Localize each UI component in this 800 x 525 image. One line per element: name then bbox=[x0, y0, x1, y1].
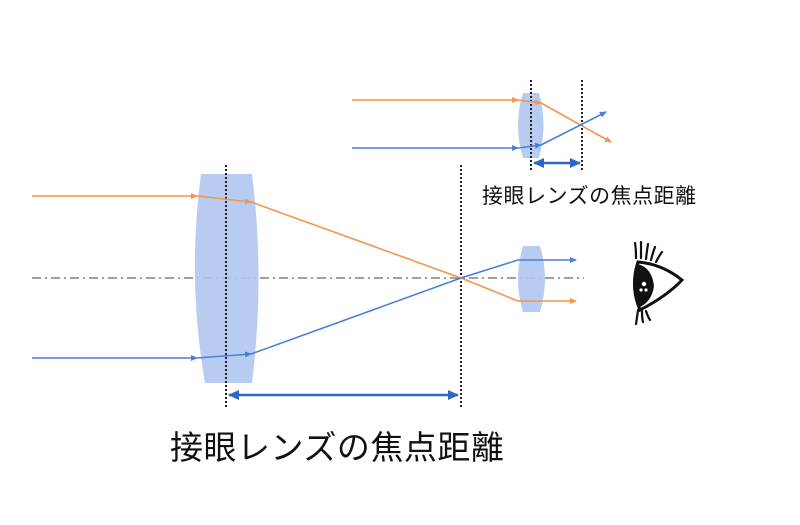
main-focal-length-label: 接眼レンズの焦点距離 bbox=[170, 428, 505, 467]
blue-ray-main bbox=[32, 257, 577, 361]
orange-ray-inset bbox=[352, 97, 612, 143]
inset-focal-length-label: 接眼レンズの焦点距離 bbox=[482, 184, 697, 208]
orange-ray-main bbox=[32, 193, 577, 304]
eye-icon bbox=[633, 240, 685, 326]
blue-ray-inset bbox=[352, 111, 607, 151]
eyepiece-lens bbox=[518, 246, 545, 312]
